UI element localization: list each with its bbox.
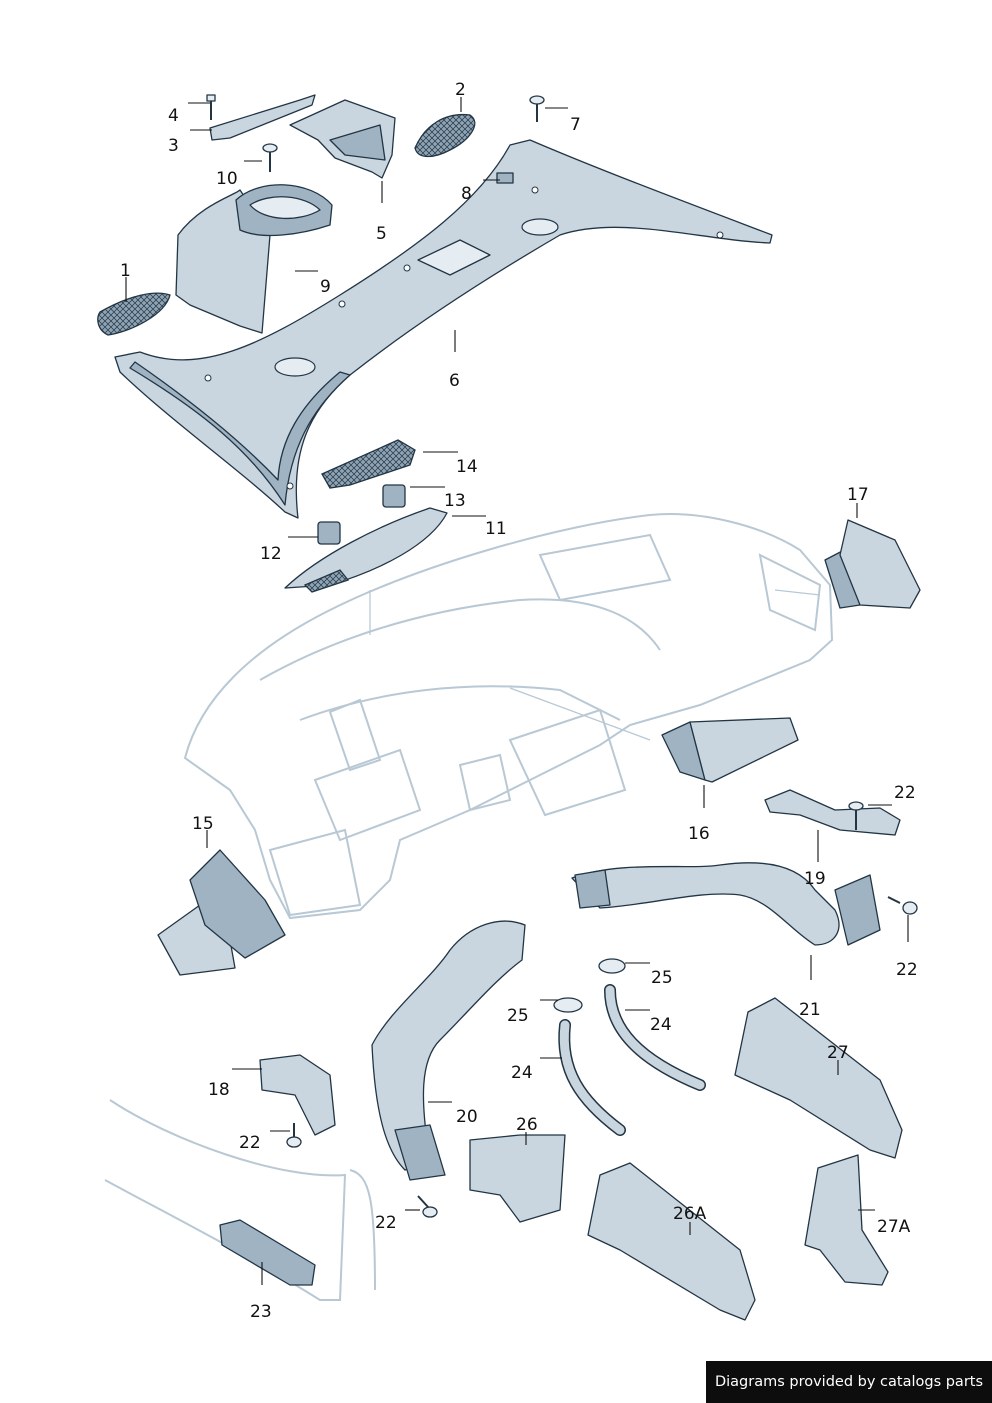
dashboard-panel xyxy=(183,513,834,920)
callout-24-a: 24 xyxy=(511,1063,533,1083)
grille-14 xyxy=(321,439,416,489)
callout-27a: 27A xyxy=(877,1217,911,1237)
callout-15: 15 xyxy=(192,814,214,834)
screw-10 xyxy=(262,143,278,172)
panel-11 xyxy=(284,507,448,593)
clamp-25-a xyxy=(553,997,583,1013)
clamp-25-b xyxy=(598,958,626,974)
duct-20 xyxy=(371,920,526,1181)
callout-25-b: 25 xyxy=(651,968,673,988)
vent-16 xyxy=(661,717,799,783)
callout-26: 26 xyxy=(516,1115,538,1135)
callout-18: 18 xyxy=(208,1080,230,1100)
callout-22-c: 22 xyxy=(239,1133,261,1153)
vent-17 xyxy=(824,519,921,609)
callout-1: 1 xyxy=(120,261,131,281)
callout-9: 9 xyxy=(320,277,331,297)
callout-4: 4 xyxy=(168,106,179,126)
callout-10: 10 xyxy=(216,169,238,189)
callout-16: 16 xyxy=(688,824,710,844)
callout-5: 5 xyxy=(376,224,387,244)
duct-18 xyxy=(259,1054,336,1136)
callout-20: 20 xyxy=(456,1107,478,1127)
clip-13 xyxy=(382,484,406,508)
sill-trim-23 xyxy=(104,1099,376,1301)
callout-27: 27 xyxy=(827,1043,849,1063)
duct-27 xyxy=(734,997,903,1159)
hose-24-a xyxy=(558,1019,626,1136)
callout-11: 11 xyxy=(485,519,507,539)
callout-17: 17 xyxy=(847,485,869,505)
callout-22-b: 22 xyxy=(896,960,918,980)
callout-24-b: 24 xyxy=(650,1015,672,1035)
grille-1 xyxy=(97,292,171,336)
vent-15 xyxy=(157,849,286,976)
callout-6: 6 xyxy=(449,371,460,391)
callout-13: 13 xyxy=(444,491,466,511)
screw-22-c xyxy=(286,1123,302,1148)
clip-8 xyxy=(496,172,514,184)
duct-27a xyxy=(804,1154,889,1286)
screw-4 xyxy=(206,94,216,120)
screw-22-a xyxy=(848,801,864,830)
grille-2 xyxy=(414,113,476,158)
callout-2: 2 xyxy=(455,80,466,100)
bracket-3 xyxy=(209,94,316,141)
callout-21: 21 xyxy=(799,1000,821,1020)
clip-12 xyxy=(317,521,341,545)
credit-text: Diagrams provided by catalogs parts xyxy=(714,1374,984,1390)
callout-25-a: 25 xyxy=(507,1006,529,1026)
leader-lines xyxy=(125,97,909,1285)
credit-banner: Diagrams provided by catalogs parts xyxy=(706,1361,992,1403)
callout-7: 7 xyxy=(570,115,581,135)
callout-23: 23 xyxy=(250,1302,272,1322)
callout-19: 19 xyxy=(804,869,826,889)
duct-26 xyxy=(469,1134,566,1223)
housing-5 xyxy=(289,99,396,179)
hose-24-b xyxy=(604,984,706,1091)
duct-21 xyxy=(571,862,881,946)
callout-22-d: 22 xyxy=(375,1213,397,1233)
callout-3: 3 xyxy=(168,136,179,156)
screw-7 xyxy=(529,95,545,122)
callout-22-a: 22 xyxy=(894,783,916,803)
duct-19 xyxy=(764,789,901,836)
screw-22-b xyxy=(887,896,918,915)
callout-14: 14 xyxy=(456,457,478,477)
top-cover-panel xyxy=(114,139,773,519)
air-duct-9 xyxy=(175,184,333,334)
callout-26a: 26A xyxy=(673,1204,707,1224)
callout-8: 8 xyxy=(461,184,472,204)
callout-12: 12 xyxy=(260,544,282,564)
screw-22-d xyxy=(417,1195,438,1218)
callout-labels: 1 2 3 4 5 6 7 8 9 10 11 12 13 14 15 16 1… xyxy=(120,80,918,1322)
duct-26a xyxy=(587,1162,756,1321)
